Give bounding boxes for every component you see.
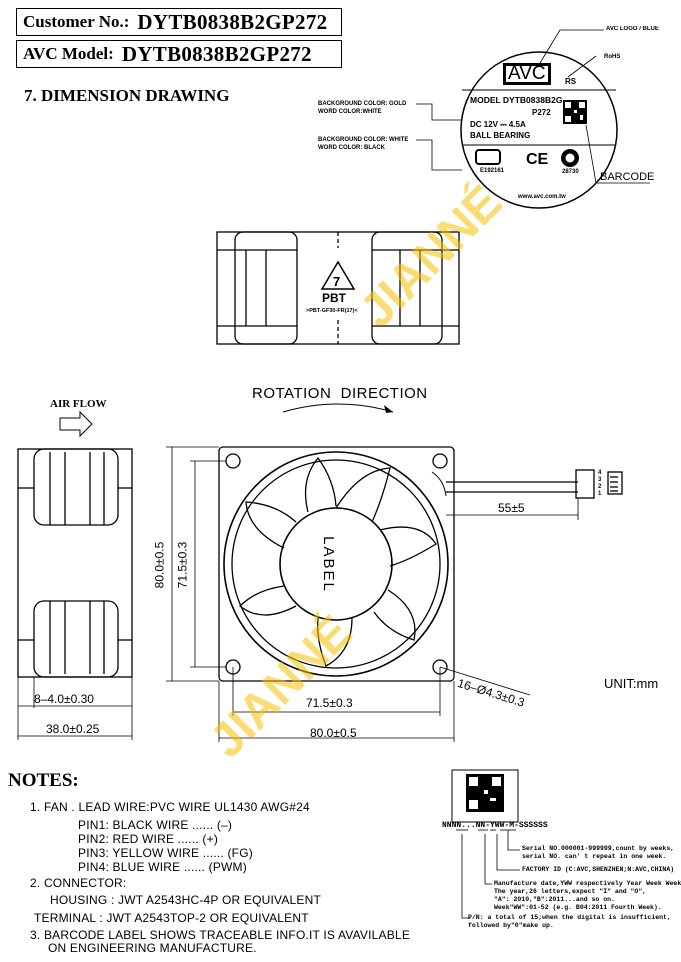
customer-number-value: DYTB0838B2GP272 xyxy=(137,9,328,34)
note-pin1: PIN1: BLACK WIRE ...... (–) xyxy=(78,818,233,832)
dim-outer-vertical: 80.0±0.5 xyxy=(152,541,167,589)
ce-mark-icon: CE xyxy=(526,151,549,168)
side-view xyxy=(17,448,133,740)
dim-depth: 38.0±0.25 xyxy=(46,722,100,736)
label-qr-code xyxy=(563,100,587,124)
note-pin2: PIN2: RED WIRE ...... (+) xyxy=(78,832,219,846)
customer-number-box: Customer No.: DYTB0838B2GP272 xyxy=(16,8,342,36)
barcode-mfg-4: Week"WW":01-52 (e.g. B04:2011 Fourth Wee… xyxy=(494,904,662,911)
note-pin3: PIN3: YELLOW WIRE ...... (FG) xyxy=(78,846,253,860)
note-3-line1: 3. BARCODE LABEL SHOWS TRACEABLE INFO.IT… xyxy=(30,928,411,942)
note-2: 2. CONNECTOR: xyxy=(30,876,127,890)
callout-bg-gold: BACKGROUND COLOR: GOLD xyxy=(318,101,407,107)
barcode-factory: FACTORY ID (C:AVC,SHENZHEN;N:AVC,CHINA) xyxy=(522,866,675,873)
label-rs: RS xyxy=(565,77,577,86)
barcode-label-example xyxy=(451,769,520,919)
barcode-serial-2: serial NO. can' t repeat in one week. xyxy=(522,853,667,860)
svg-text:PBT: PBT xyxy=(322,291,347,305)
unit-label: UNIT:mm xyxy=(604,676,659,691)
callout-word-black: WORD COLOR: BLACK xyxy=(318,145,385,151)
barcode-mfg-3: "A": 2010,"B":2011...and so on. xyxy=(494,896,615,903)
label-brand: AVC xyxy=(508,63,546,84)
top-profile-view xyxy=(216,231,460,345)
label-model: MODEL DYTB0838B2G xyxy=(470,95,563,105)
callout-rohs: RoHS xyxy=(604,54,621,60)
note-3-line2: ON ENGINEERING MANUFACTURE. xyxy=(48,941,257,955)
label-rating: DC 12V ⎓ 4.5A xyxy=(470,120,526,129)
svg-text:>PBT-GF30-FR(17)<: >PBT-GF30-FR(17)< xyxy=(306,308,358,314)
label-p-code: P272 xyxy=(532,108,551,117)
label-cert-no: 28730 xyxy=(562,169,579,175)
svg-text:7: 7 xyxy=(333,274,340,289)
barcode-mfg-1: Manufacture date,YWW respectively Year W… xyxy=(494,880,681,887)
svg-text:JIANNÉ: JIANNÉ xyxy=(350,175,513,338)
dim-hole-horizontal: 71.5±0.3 xyxy=(306,696,353,710)
callout-word-white: WORD COLOR:WHITE xyxy=(318,109,382,115)
avc-model-label: AVC Model: xyxy=(23,44,114,63)
barcode-pn-2: followed by"0"make up. xyxy=(468,922,554,929)
barcode-format: NNNN...NN-YWW-M-SSSSSS xyxy=(442,821,548,830)
ul-mark-icon xyxy=(475,149,501,165)
label-bearing: BALL BEARING xyxy=(470,131,531,140)
label-website: www.avc.com.tw xyxy=(518,194,566,200)
dim-lead-length: 55±5 xyxy=(498,501,525,515)
label-ul-file: E192161 xyxy=(480,168,505,174)
note-housing: HOUSING : JWT A2543HC-4P OR EQUIVALENT xyxy=(50,893,322,907)
dim-hole-vertical: 71.5±0.3 xyxy=(175,541,190,589)
pin-number-1: 1 xyxy=(598,491,602,497)
note-1: 1. FAN . LEAD WIRE:PVC WIRE UL1430 AWG#2… xyxy=(30,800,310,814)
air-flow-label: AIR FLOW xyxy=(50,398,107,410)
callout-logo: AVC LOGO / BLUE xyxy=(606,26,659,32)
callout-bg-white: BACKGROUND COLOR: WHITE xyxy=(318,137,409,143)
air-flow-arrow-icon xyxy=(59,410,93,438)
rotation-direction-label: ROTATION DIRECTION xyxy=(252,385,428,402)
avc-model-box: AVC Model: DYTB0838B2GP272 xyxy=(16,40,342,68)
pin-number-2: 2 xyxy=(598,484,602,490)
svg-text:JIANNÉ: JIANNÉ xyxy=(200,605,363,768)
recycle-symbol: 7 PBT >PBT-GF30-FR(17)< xyxy=(306,260,358,314)
customer-number-label: Customer No.: xyxy=(23,12,130,31)
front-view xyxy=(166,446,623,742)
barcode-pn-1: P/N: a total of 15;when the digital is i… xyxy=(468,914,671,921)
dim-outer-horizontal: 80.0±0.5 xyxy=(310,726,357,740)
pin-number-4: 4 xyxy=(598,470,602,476)
pin-number-3: 3 xyxy=(598,477,602,483)
note-pin4: PIN4: BLUE WIRE ...... (PWM) xyxy=(78,860,247,874)
callout-barcode: BARCODE xyxy=(600,171,655,183)
rotation-arrow-icon xyxy=(282,403,394,413)
hub-label-text: LABEL xyxy=(319,536,337,593)
barcode-mfg-2: The year,26 letters,expect "I" and "O", xyxy=(494,888,647,895)
notes-heading: NOTES: xyxy=(8,770,79,791)
section-title: 7. DIMENSION DRAWING xyxy=(24,86,230,105)
fan-label-drawing: CE xyxy=(416,29,650,209)
note-terminal: TERMINAL : JWT A2543TOP-2 OR EQUIVALENT xyxy=(34,911,309,925)
dim-flange: 8–4.0±0.30 xyxy=(34,692,94,706)
avc-model-value: DYTB0838B2GP272 xyxy=(121,41,312,66)
barcode-serial-1: Serial NO.000001-999999,count by weeks, xyxy=(522,845,675,852)
